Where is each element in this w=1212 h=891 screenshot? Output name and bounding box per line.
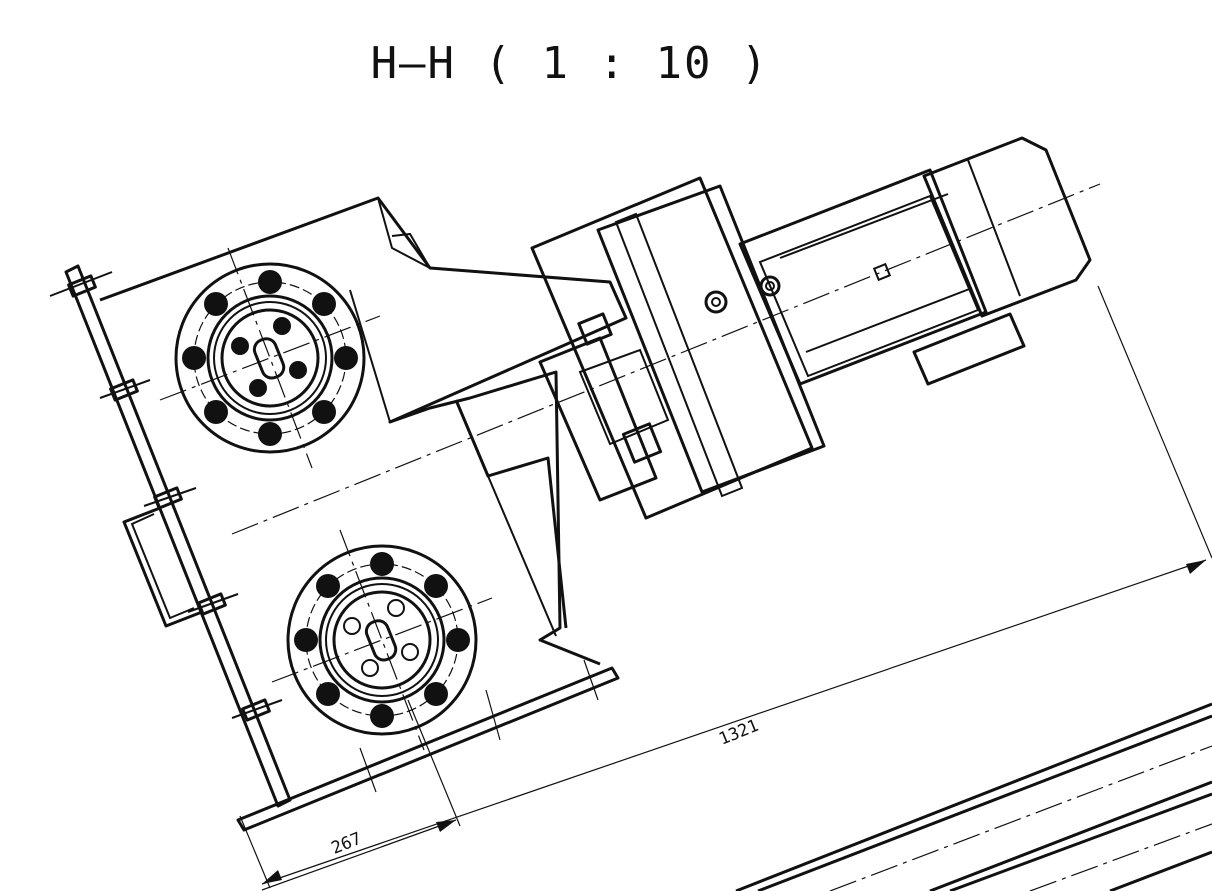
dimension-267: 267 bbox=[261, 689, 501, 891]
section-title: H–H ( 1 : 10 ) bbox=[370, 38, 770, 89]
lower-flange bbox=[271, 529, 493, 751]
gearbox bbox=[530, 176, 826, 520]
housing-body bbox=[99, 196, 628, 666]
upper-flange bbox=[159, 247, 381, 469]
main-axis bbox=[231, 183, 1101, 535]
dimension-1321: 1321 bbox=[239, 285, 1212, 889]
motor bbox=[738, 136, 1092, 386]
base-ticks bbox=[359, 659, 599, 793]
mounting-frame bbox=[49, 264, 620, 832]
support-beams bbox=[735, 702, 1212, 891]
